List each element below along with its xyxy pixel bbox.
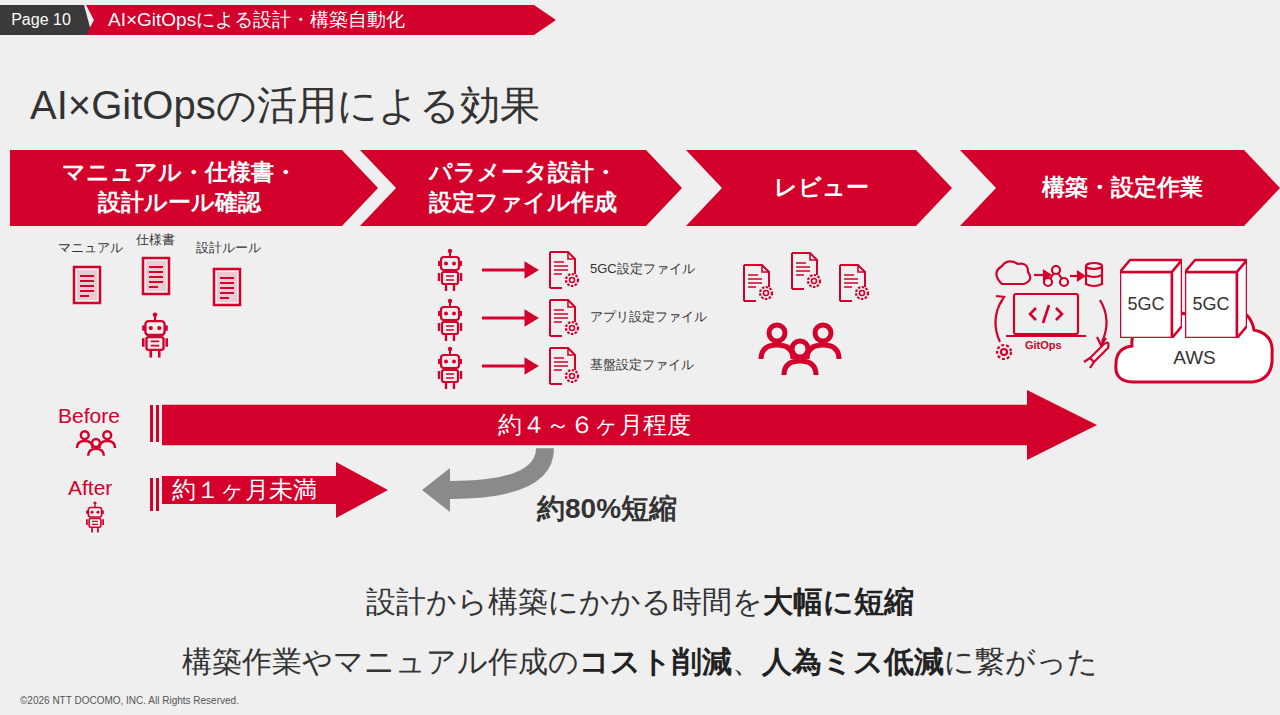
- process-chevron: レビュー: [686, 150, 952, 226]
- node-text: マニュアル・仕様書・設計ルール確認: [59, 158, 299, 218]
- file-label: 5GC設定ファイル: [590, 261, 695, 277]
- edge-label: 約80%短縮: [537, 492, 677, 526]
- caption-line: 構築作業やマニュアル作成のコスト削減、人為ミス低減に繋がった: [0, 644, 1280, 680]
- process-chevron: 構築・設定作業: [960, 150, 1280, 226]
- section-banner: AI×GitOpsによる設計・構築自動化: [86, 5, 556, 35]
- before-label: Before: [58, 403, 120, 428]
- file-label: アプリ設定ファイル: [590, 309, 707, 325]
- copyright: ©2026 NTT DOCOMO, INC. All Rights Reserv…: [20, 695, 239, 707]
- icon-label: 仕様書: [136, 232, 175, 248]
- node-text: 約１ヶ月未満: [172, 474, 317, 505]
- process-chevron: マニュアル・仕様書・設計ルール確認: [10, 150, 378, 226]
- server-cube: 5GC: [1185, 258, 1247, 338]
- after-label: After: [68, 475, 112, 500]
- caption-emphasis: 人為ミス低減: [762, 644, 944, 680]
- server-cube: 5GC: [1120, 258, 1182, 338]
- slide-title: AI×GitOpsの活用による効果: [30, 78, 540, 133]
- caption-text: 設計から構築にかかる時間を: [366, 584, 763, 620]
- process-chevron: パラメータ設計・設定ファイル作成: [360, 150, 682, 226]
- node-text: 構築・設定作業: [1042, 173, 1203, 203]
- node-text: AWS: [1173, 346, 1216, 371]
- node-text: 5GC: [1127, 293, 1164, 316]
- node-text: 5GC: [1192, 293, 1229, 316]
- reduction-arrow: [422, 448, 545, 512]
- node-text: Page 10: [11, 10, 71, 31]
- node-text: レビュー: [774, 173, 869, 203]
- node-text: パラメータ設計・設定ファイル作成: [423, 158, 623, 218]
- duration-arrow: 約１ヶ月未満: [162, 462, 388, 518]
- page-tab: Page 10: [0, 5, 92, 35]
- node-text: 約４～６ヶ月程度: [498, 409, 691, 440]
- caption-line: 設計から構築にかかる時間を大幅に短縮: [0, 584, 1280, 620]
- file-label: 基盤設定ファイル: [590, 357, 694, 373]
- duration-arrow: 約４～６ヶ月程度: [162, 390, 1097, 460]
- caption-text: 、: [732, 644, 762, 680]
- caption-emphasis: コスト削減: [579, 644, 732, 680]
- icon-label: 設計ルール: [196, 240, 261, 256]
- gitops-label: GitOps: [1025, 339, 1062, 352]
- caption-emphasis: 大幅に短縮: [763, 584, 914, 620]
- caption-text: に繋がった: [944, 644, 1098, 680]
- icon-label: マニュアル: [58, 240, 123, 256]
- node-text: AI×GitOpsによる設計・構築自動化: [108, 8, 405, 33]
- caption-text: 構築作業やマニュアル作成の: [182, 644, 579, 680]
